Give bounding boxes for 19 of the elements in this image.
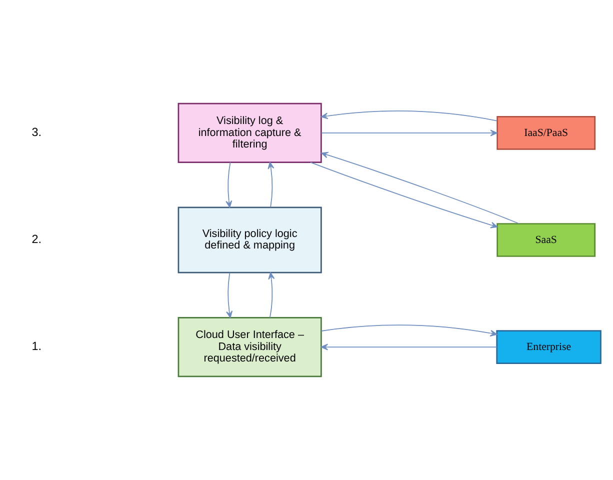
arrow xyxy=(320,344,498,350)
arrow xyxy=(226,162,232,208)
node-box: SaaS xyxy=(496,223,596,257)
arrow xyxy=(320,110,498,122)
label: 1. xyxy=(32,340,42,354)
arrow xyxy=(321,152,520,224)
label: 2. xyxy=(32,233,42,246)
arrow xyxy=(310,162,498,228)
node-box: Cloud User Interface – Data visibility requested/received xyxy=(178,317,322,378)
arrow xyxy=(268,162,274,208)
node-box: IaaS/PaaS xyxy=(496,116,596,150)
label: 3. xyxy=(32,126,42,140)
node-box: Enterprise xyxy=(496,330,602,364)
arrow xyxy=(320,130,498,136)
arrow xyxy=(226,272,233,318)
node-box: Visibility policy logic defined & mapping xyxy=(178,206,322,274)
node-box: Visibility log & information capture & filtering xyxy=(178,102,322,163)
arrow xyxy=(268,272,275,318)
arrow xyxy=(320,324,498,336)
